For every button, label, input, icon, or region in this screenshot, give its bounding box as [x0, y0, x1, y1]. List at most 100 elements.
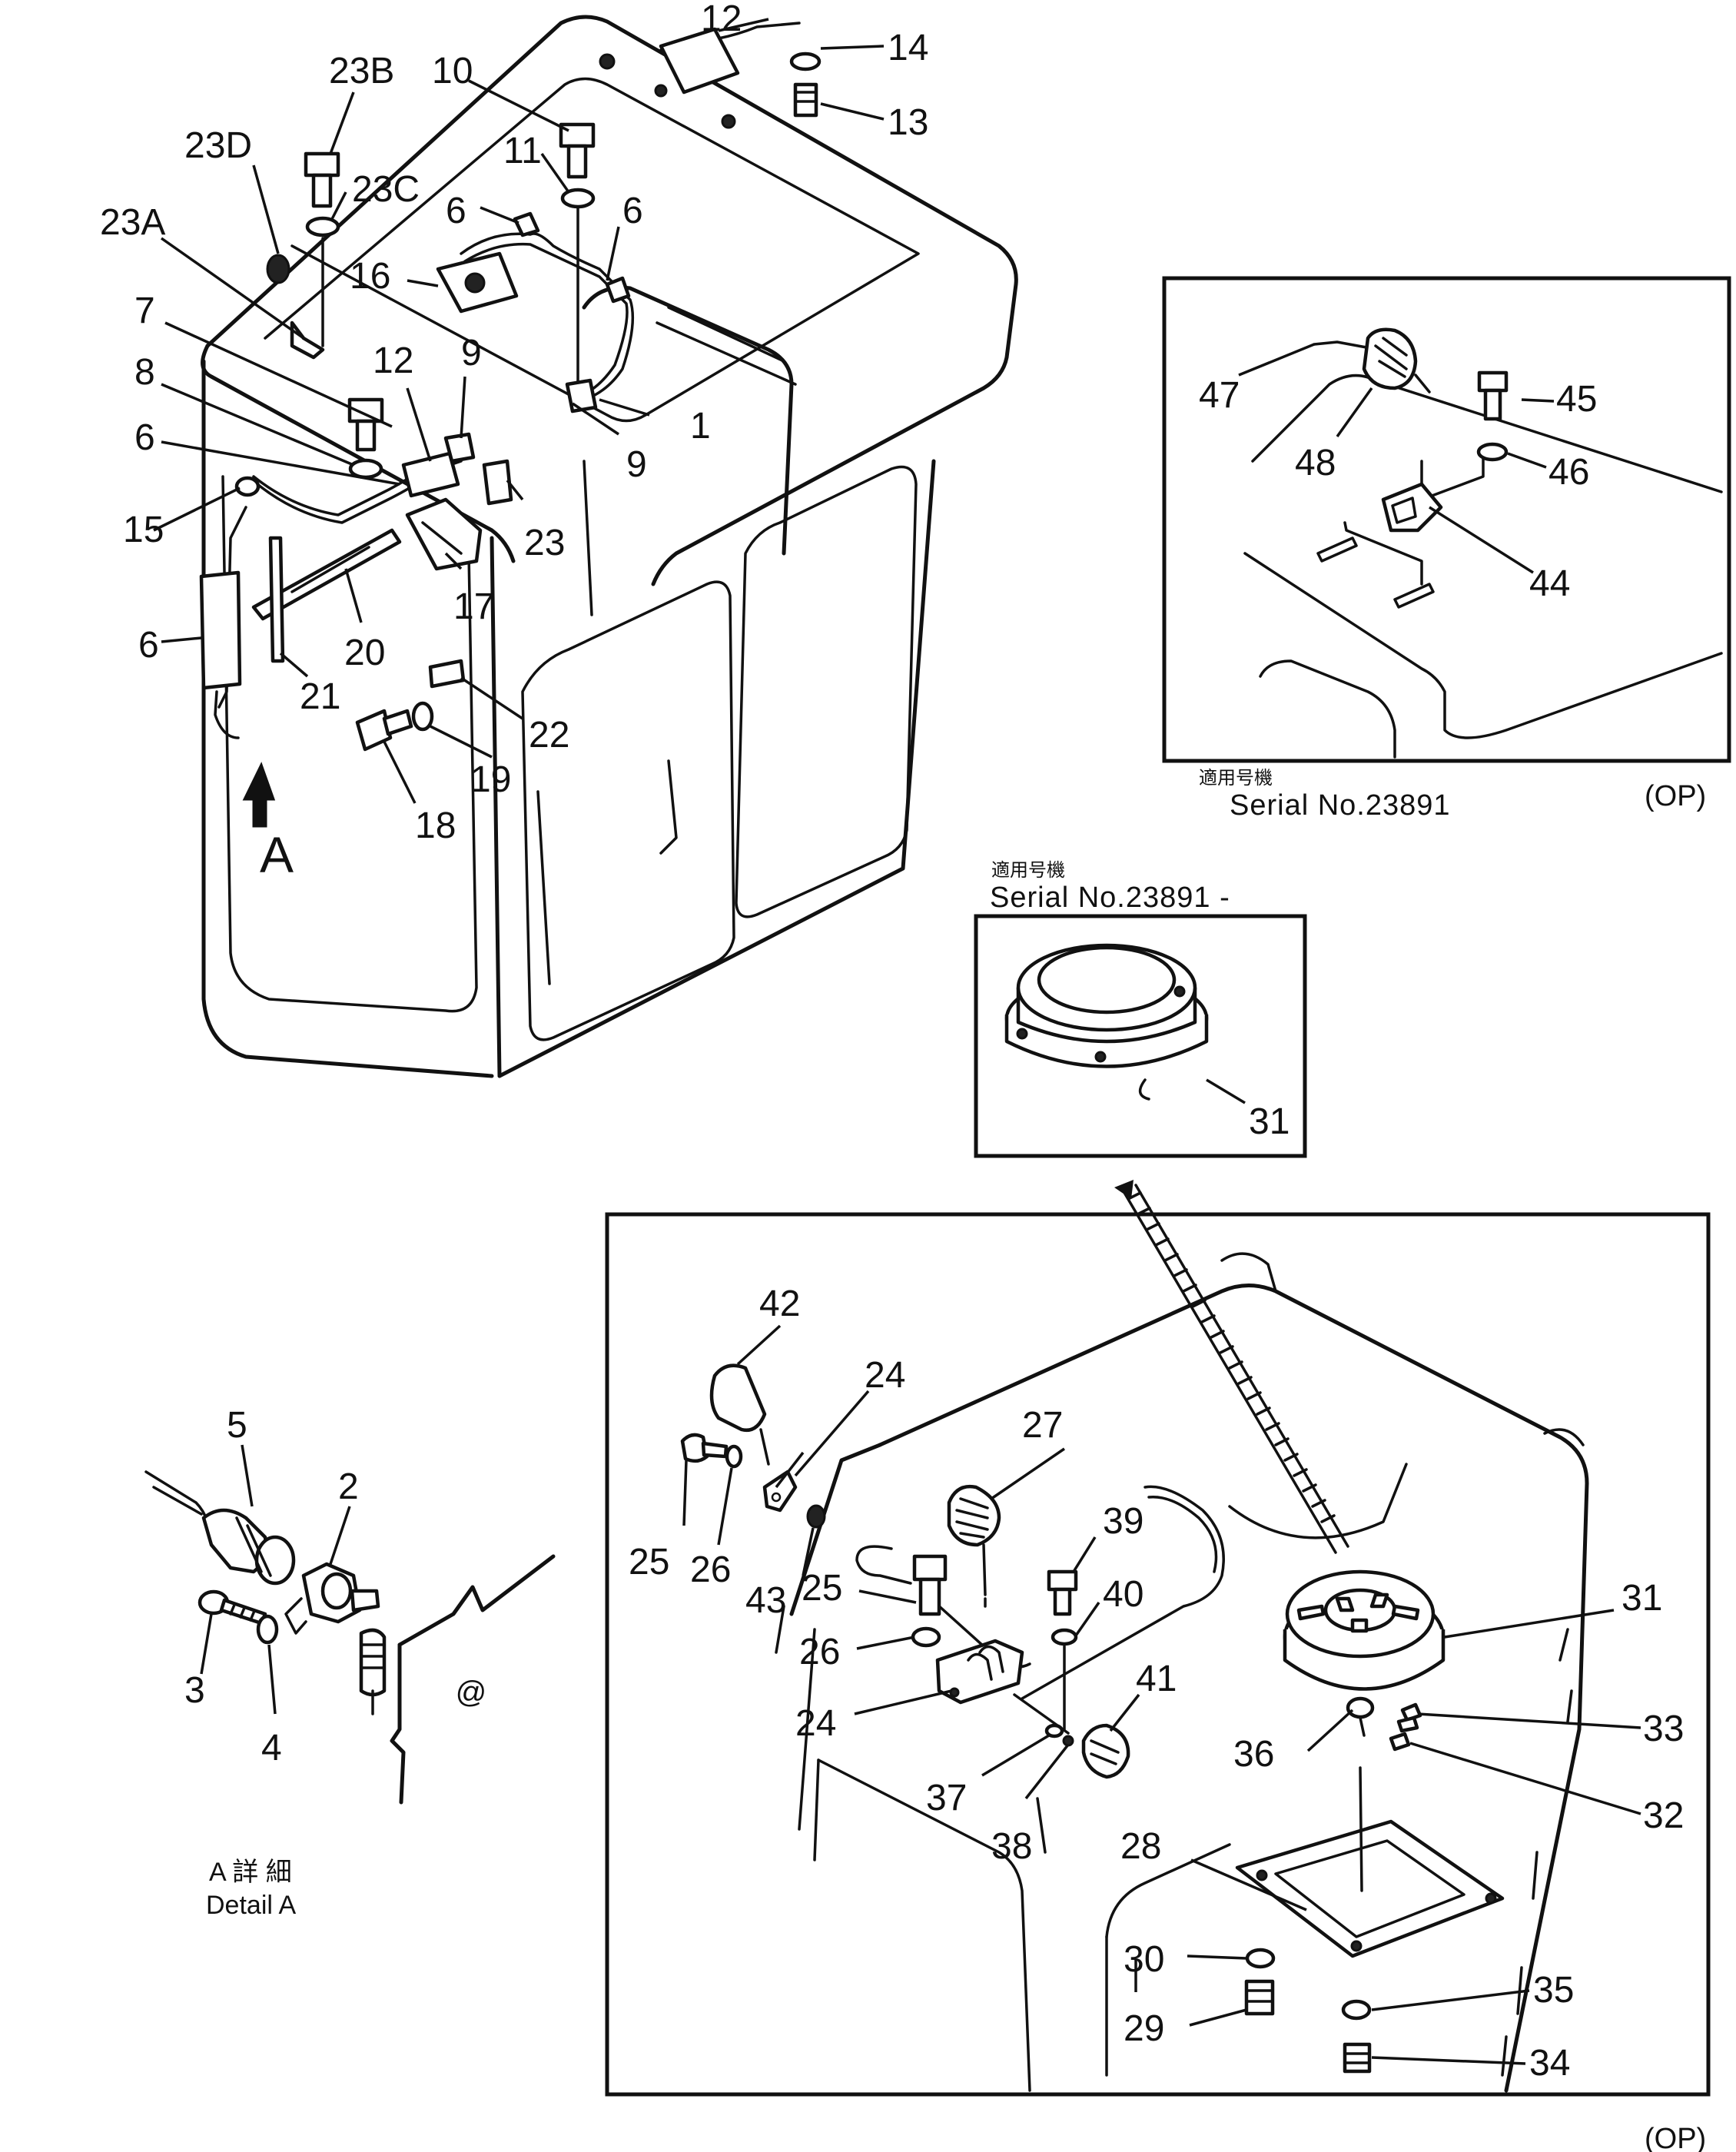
grommet-15	[234, 476, 261, 497]
inset-bottom-frame	[605, 1212, 1711, 2097]
receptacle-2-cable	[359, 1628, 387, 1697]
cab-body	[201, 15, 1018, 1078]
callout-33: 33	[1643, 1709, 1684, 1749]
inset-top-serial: Serial No.23891	[1230, 789, 1451, 822]
callout-34: 34	[1529, 2043, 1570, 2084]
grommet-43	[806, 1504, 826, 1529]
callout-40: 40	[1103, 1574, 1144, 1615]
nut-23d	[266, 254, 290, 284]
callout-24-upper: 24	[865, 1355, 905, 1396]
bracket-44	[1381, 482, 1443, 533]
callout-13: 13	[888, 102, 928, 143]
inset-mid-serial-jp: 適用号機	[991, 860, 1065, 881]
callout-7: 7	[134, 291, 155, 331]
bolt-25-lower	[912, 1554, 948, 1582]
callout-44: 44	[1529, 563, 1570, 604]
callout-42: 42	[759, 1284, 800, 1324]
callout-29: 29	[1124, 2008, 1164, 2049]
washer-46	[1476, 442, 1509, 462]
wiper-arm-20	[251, 528, 402, 621]
callout-6-roof-left: 6	[446, 191, 466, 231]
callout-6-left-upper: 6	[134, 417, 155, 458]
callout-48: 48	[1295, 443, 1336, 483]
callout-36: 36	[1233, 1734, 1274, 1775]
bolt-13	[793, 82, 818, 118]
clamp-23a	[290, 320, 325, 360]
bracket-6-left	[199, 570, 242, 690]
callout-3: 3	[184, 1670, 205, 1711]
plate-12-top	[659, 27, 740, 95]
callout-38: 38	[991, 1826, 1032, 1867]
grommet-36	[1346, 1696, 1375, 1719]
washer-35	[1341, 1999, 1372, 2021]
callout-2: 2	[338, 1466, 359, 1507]
callout-25-upper: 25	[629, 1542, 669, 1582]
beacon-31-variant-lens	[1037, 945, 1177, 1015]
callout-23d: 23D	[184, 125, 252, 166]
callout-14: 14	[888, 28, 928, 68]
callout-35: 35	[1533, 1970, 1574, 2011]
view-arrow-a: A	[242, 762, 294, 883]
callout-23: 23	[524, 523, 565, 563]
bolt-45	[1477, 370, 1509, 393]
callout-16: 16	[350, 256, 390, 297]
bolt-39	[1047, 1569, 1078, 1592]
callout-5: 5	[227, 1405, 247, 1446]
wiper-blade-21	[268, 536, 285, 663]
callout-46: 46	[1548, 452, 1589, 493]
callout-1: 1	[690, 406, 711, 447]
callout-43: 43	[745, 1580, 786, 1621]
callout-39: 39	[1103, 1501, 1144, 1542]
washer-19	[411, 701, 434, 732]
callout-27: 27	[1022, 1405, 1063, 1446]
lamp-41	[1081, 1723, 1130, 1779]
view-label-a: A	[260, 826, 294, 883]
bolt-23b	[304, 151, 340, 178]
main-leader-lines	[153, 18, 885, 804]
inset-top-serial-jp: 適用号機	[1199, 768, 1273, 789]
callout-9-upper: 9	[461, 333, 482, 374]
connector-plug-5	[201, 1508, 268, 1574]
callout-8: 8	[134, 352, 155, 393]
washer-30	[1245, 1948, 1276, 1969]
pad-22	[428, 659, 466, 689]
washer-38	[1062, 1735, 1074, 1747]
callout-26-lower: 26	[799, 1632, 840, 1672]
callout-20: 20	[344, 633, 385, 673]
callout-18: 18	[415, 805, 456, 846]
pad-33	[1400, 1702, 1422, 1722]
bolt-29	[1244, 1979, 1275, 2016]
lamp-42	[709, 1363, 767, 1433]
inset-middle: 適用号機 Serial No.23891 - 31	[974, 860, 1307, 1158]
washer-14	[789, 51, 822, 71]
pad-32	[1389, 1732, 1411, 1752]
callout-6-left-lower: 6	[138, 625, 159, 666]
callout-37: 37	[926, 1778, 967, 1818]
washer-26-lower	[911, 1626, 941, 1648]
callout-22: 22	[529, 715, 569, 756]
callout-10: 10	[432, 51, 473, 91]
inset-bottom-op: (OP)	[1645, 2123, 1706, 2152]
wiper-motor-17	[405, 497, 483, 571]
callout-23a: 23A	[100, 202, 165, 243]
callout-12-lower: 12	[373, 340, 413, 381]
bolt-34	[1343, 2042, 1372, 2074]
inset-mid-frame	[974, 914, 1307, 1158]
callout-9-lower: 9	[626, 444, 647, 485]
callout-24-lower: 24	[795, 1703, 836, 1744]
callout-23b: 23B	[329, 51, 394, 91]
bracket-23	[482, 459, 513, 506]
callout-12: 12	[701, 0, 742, 39]
callout-30: 30	[1124, 1939, 1164, 1980]
callout-28: 28	[1120, 1826, 1161, 1867]
callout-31: 31	[1621, 1578, 1662, 1619]
callout-17: 17	[453, 586, 494, 627]
inset-mid-serial: Serial No.23891 -	[990, 882, 1230, 914]
callout-19: 19	[470, 759, 511, 800]
detail-a-label: Detail A	[206, 1891, 296, 1920]
callout-45: 45	[1556, 379, 1597, 420]
callout-31-variant: 31	[1249, 1101, 1290, 1142]
bolt-18-head	[355, 709, 393, 752]
